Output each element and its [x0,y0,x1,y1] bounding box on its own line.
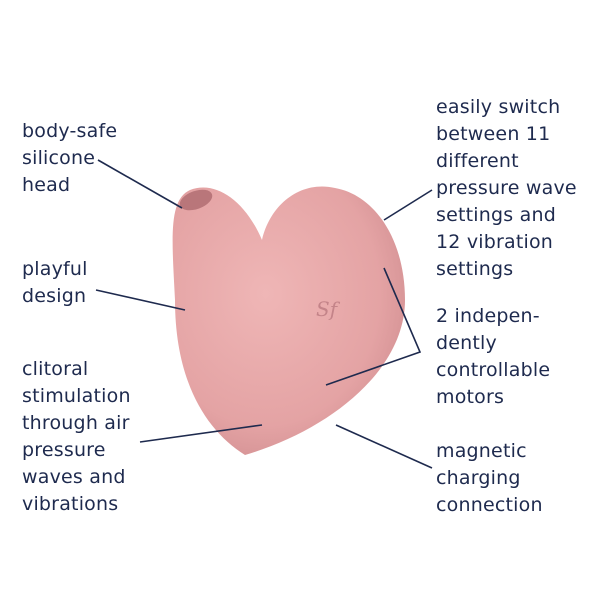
label-line: pressure wave [436,177,577,199]
label-line: different [436,150,519,172]
label-line: design [22,285,87,307]
feature-body-safe: body-safe silicone head [22,118,117,199]
suction-head-opening [179,189,213,211]
heart-product [172,186,405,455]
label-line: stimulation [22,385,131,407]
label-line: 2 indepen- [436,305,540,327]
label-line: 12 vibration [436,231,554,253]
label-line: clitoral [22,358,89,380]
feature-charging: magnetic charging connection [436,438,543,519]
label-line: between 11 [436,123,551,145]
callout-line [97,159,183,209]
label-line: head [22,174,71,196]
label-line: easily switch [436,96,561,118]
label-line: settings and [436,204,556,226]
label-line: playful [22,258,88,280]
label-line: motors [436,386,505,408]
label-line: dently [436,332,497,354]
label-line: connection [436,494,543,516]
feature-motors: 2 indepen- dently controllable motors [436,303,550,411]
callout-lines [95,159,433,469]
label-line: vibrations [22,493,119,515]
label-line: controllable [436,359,551,381]
feature-playful-design: playful design [22,256,88,310]
callout-line [325,267,422,386]
callout-line [139,424,263,443]
label-line: magnetic [436,440,527,462]
callout-line [95,289,186,311]
feature-settings: easily switch between 11 different press… [436,94,577,283]
label-line: charging [436,467,521,489]
label-line: waves and [22,466,126,488]
callout-line [335,424,433,469]
label-line: pressure [22,439,106,461]
feature-stimulation: clitoral stimulation through air pressur… [22,356,131,518]
label-line: through air [22,412,130,434]
label-line: body-safe [22,120,118,142]
label-line: silicone [22,147,96,169]
callout-line [383,189,433,221]
label-line: settings [436,258,514,280]
brand-logo: Sf [316,297,341,321]
